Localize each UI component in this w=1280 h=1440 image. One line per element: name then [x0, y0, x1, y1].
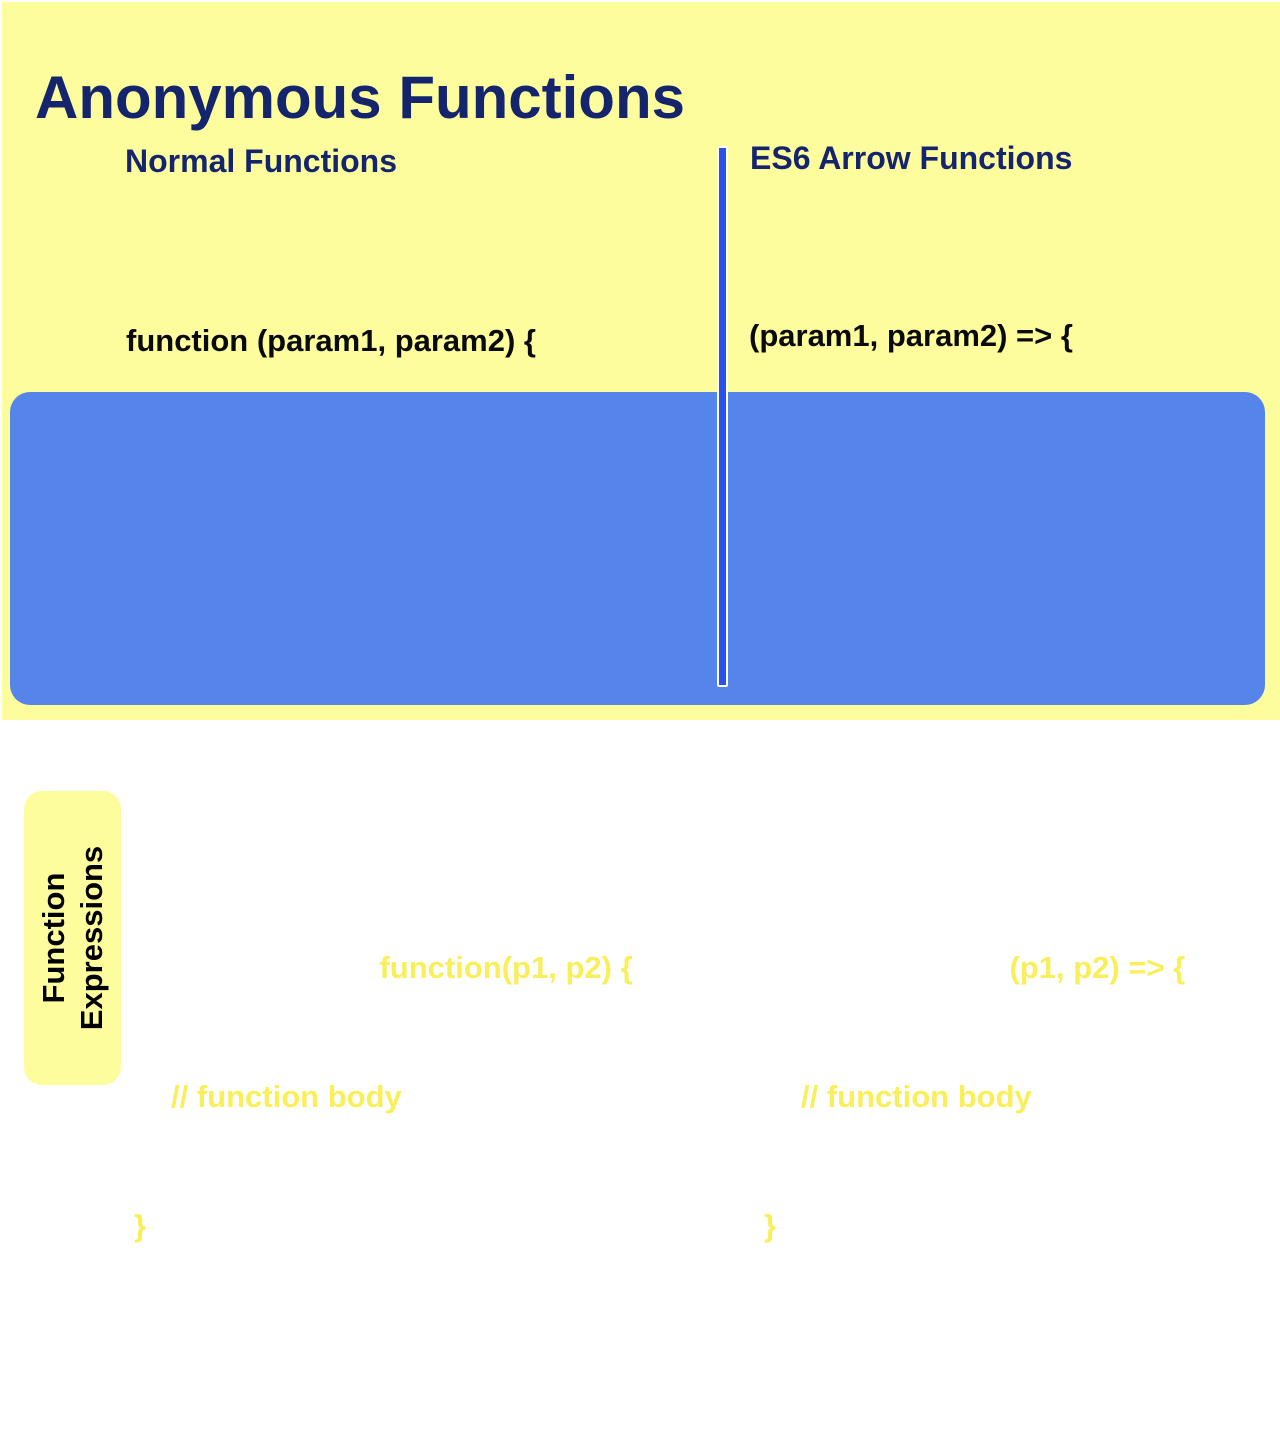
code-line: }: [134, 1208, 147, 1243]
code-line: // myFunc(p1, p2);: [764, 1337, 1030, 1372]
code-segment-white: const myFunc =: [764, 950, 1010, 985]
code-line: const myFunc = function(p1, p2) {: [134, 946, 633, 989]
code-line: // function body: [171, 1079, 402, 1114]
code-line: }: [764, 1208, 777, 1243]
label-line-function: Function: [35, 872, 71, 1004]
code-segment-white: const myFunc =: [134, 950, 380, 985]
code-line: const myFunc = (p1, p2) => {: [764, 946, 1185, 989]
function-expressions-label: Function Expressions: [35, 846, 111, 1030]
slide-title: Anonymous Functions: [35, 64, 685, 132]
code-block-arrow-expression: const myFunc = (p1, p2) => { // function…: [764, 860, 1185, 1440]
code-line: // myFunc(p1, p2);: [134, 1337, 400, 1372]
heading-es6-arrow-functions: ES6 Arrow Functions: [750, 140, 1073, 176]
function-expressions-tab: Function Expressions: [24, 791, 121, 1085]
column-divider-line: [717, 146, 728, 687]
code-line: (param1, param2) => {: [749, 318, 1073, 353]
code-line: // function body: [801, 1079, 1032, 1114]
slide-background: Anonymous Functions Normal Functions ES6…: [2, 2, 1280, 1372]
code-line: function (param1, param2) {: [126, 323, 536, 358]
code-segment-yellow: (p1, p2) => {: [1009, 950, 1186, 985]
function-expressions-panel: Function Expressions const myFunc = func…: [10, 392, 1265, 1372]
label-line-expressions: Expressions: [73, 845, 109, 1031]
code-segment-yellow: function(p1, p2) {: [379, 950, 633, 985]
heading-normal-functions: Normal Functions: [125, 143, 398, 179]
code-block-function-expression: const myFunc = function(p1, p2) { // fun…: [134, 860, 633, 1440]
